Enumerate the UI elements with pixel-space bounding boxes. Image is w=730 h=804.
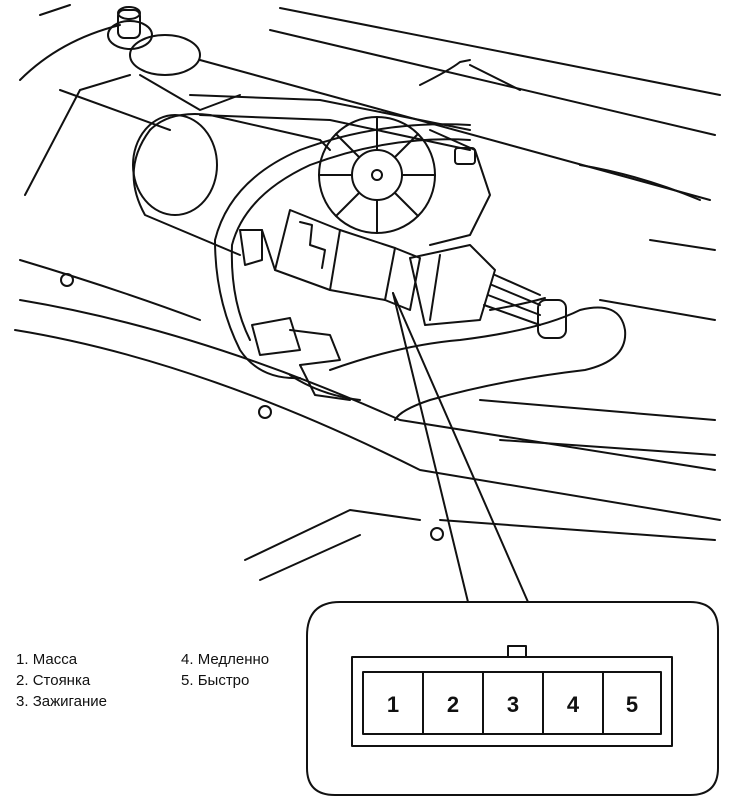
pin-1-label: 1 — [387, 692, 399, 717]
legend-item-4: 4. Медленно — [181, 651, 269, 669]
motor-connector — [239, 209, 421, 311]
legend-number: 5. — [181, 672, 194, 689]
gearbox-cover — [318, 116, 491, 246]
legend-number: 1. — [16, 651, 29, 668]
legend-number: 3. — [16, 693, 29, 710]
legend-item-3: 3. Зажигание — [16, 693, 107, 711]
pin-4-label: 4 — [567, 692, 580, 717]
wiper-pivot — [59, 6, 241, 131]
wiper-linkage — [189, 59, 521, 151]
connector-face-callout — [306, 601, 719, 796]
lower-connector — [251, 317, 361, 401]
pin-3-label: 3 — [507, 692, 519, 717]
pin-5-label: 5 — [626, 692, 638, 717]
connector-pin-labels: 1 2 3 4 5 — [387, 692, 638, 717]
body-panel-lines — [14, 4, 721, 581]
wire-harness — [214, 123, 627, 421]
mounting-holes — [60, 273, 444, 541]
legend-label: Масса — [32, 651, 78, 668]
legend-item-2: 2. Стоянка — [16, 672, 90, 690]
legend-number: 4. — [181, 651, 194, 668]
legend-label: Медленно — [197, 651, 270, 668]
wiper-motor — [132, 113, 331, 256]
mating-connector — [409, 244, 567, 339]
legend-label: Зажигание — [32, 693, 107, 710]
legend-label: Стоянка — [32, 672, 91, 689]
legend-number: 2. — [16, 672, 29, 689]
legend-item-5: 5. Быстро — [181, 672, 249, 690]
legend-item-1: 1. Масса — [16, 651, 77, 669]
legend-label: Быстро — [197, 672, 250, 689]
pin-2-label: 2 — [447, 692, 459, 717]
callout-leader — [392, 292, 529, 603]
